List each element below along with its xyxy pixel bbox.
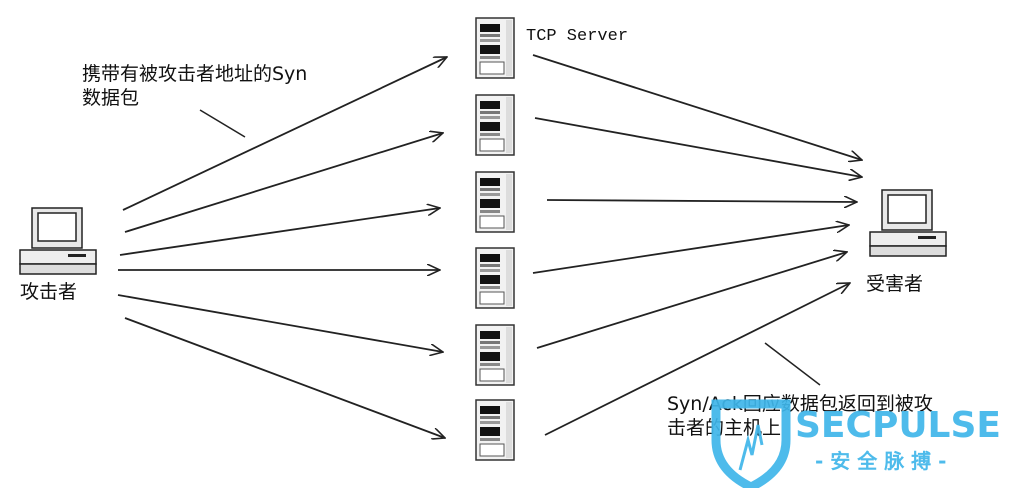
- syn-arrow: [119, 208, 440, 256]
- tcp-server-icon: [475, 399, 515, 461]
- syn-pointer-line: [199, 109, 246, 138]
- tcp-server-label: TCP Server: [526, 27, 628, 46]
- synack-annotation-line2: 击者的主机上: [667, 417, 781, 439]
- secpulse-watermark: SECPULSE - 安 全 脉 搏 -: [711, 399, 1001, 488]
- synack-arrow: [532, 54, 862, 160]
- syn-arrow: [124, 317, 445, 438]
- synack-arrow: [546, 200, 857, 202]
- victim-computer-icon: [869, 189, 947, 257]
- synack-arrow: [532, 225, 849, 274]
- watermark-brand: SECPULSE: [795, 405, 1001, 446]
- shield-logo-icon: [711, 399, 791, 488]
- tcp-server-icon: [475, 17, 515, 79]
- synack-arrow: [534, 117, 862, 177]
- syn-annotation-line1: 携带有被攻击者地址的Syn: [82, 63, 307, 85]
- synack-annotation-line1: Syn/Ack回应数据包返回到被攻: [667, 393, 933, 415]
- synack-pointer-line: [764, 342, 821, 386]
- tcp-server-icon: [475, 171, 515, 233]
- watermark-subtitle: - 安 全 脉 搏 -: [815, 449, 946, 473]
- victim-label: 受害者: [866, 273, 923, 295]
- syn-annotation-line2: 数据包: [82, 87, 139, 109]
- attacker-computer-icon: [19, 207, 97, 275]
- tcp-server-icon: [475, 94, 515, 156]
- tcp-server-icon: [475, 324, 515, 386]
- syn-arrow: [122, 57, 447, 211]
- syn-arrow: [117, 294, 443, 352]
- synack-arrow: [544, 283, 850, 436]
- syn-arrow: [124, 133, 443, 233]
- synack-arrow: [536, 252, 847, 349]
- tcp-server-icon: [475, 247, 515, 309]
- attacker-label: 攻击者: [20, 281, 77, 303]
